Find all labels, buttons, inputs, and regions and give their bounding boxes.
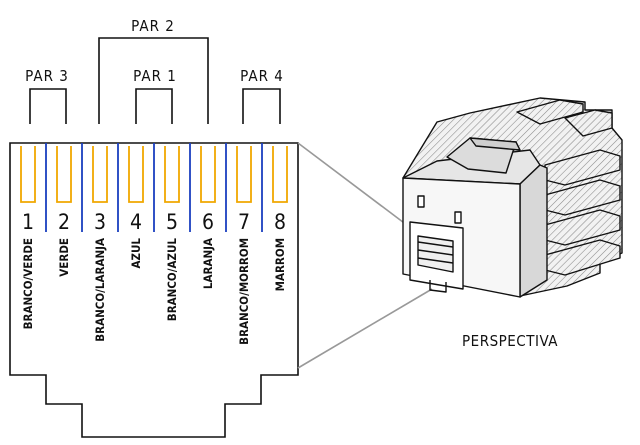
pair-brackets: PAR 2 PAR 3 PAR 1 PAR 4 [25,17,284,124]
pin-1-contact [20,146,36,203]
pin-4-number: 4 [130,210,142,234]
connector-outline [9,142,299,438]
pair-4-label: PAR 4 [240,67,284,85]
leader-line-bottom [297,288,433,369]
pin-5-number: 5 [166,210,178,234]
pin-1-number: 1 [22,210,34,234]
pin-8-wire-label: MARROM [273,238,287,291]
pair-3-bracket [29,88,67,124]
keystone-jack-perspective [402,97,623,298]
perspective-label: PERSPECTIVA [462,332,558,350]
pin-6-contact [200,146,216,203]
pin-7-contact [236,146,252,203]
pair-1-label: PAR 1 [133,67,177,85]
pin-4-contact [128,146,144,203]
pin-3-number: 3 [94,210,106,234]
pin-7-wire-label: BRANCO/MORROM [237,238,251,345]
pin-6-number: 6 [202,210,214,234]
pin-4-wire-label: AZUL [129,238,143,269]
pin-5-wire-label: BRANCO/AZUL [165,238,179,322]
pair-2-label: PAR 2 [131,17,175,35]
pin-2-contact [56,146,72,203]
pair-1-bracket [135,88,173,124]
pin-1-wire-label: BRANCO/VERDE [21,238,35,329]
pin-3-wire-label: BRANCO/LARANJA [93,238,107,342]
pin-8-contact [272,146,288,203]
pair-3-label: PAR 3 [25,67,69,85]
pair-4-bracket [242,88,281,124]
pin-6-wire-label: LARANJA [201,238,215,289]
pin-3-contact [92,146,108,203]
pin-5-contact [164,146,180,203]
pin-8-number: 8 [274,210,286,234]
pin-2-number: 2 [58,210,70,234]
pair-2-bracket [98,37,209,124]
pin-7-number: 7 [238,210,250,234]
pin-2-wire-label: VERDE [57,238,71,277]
